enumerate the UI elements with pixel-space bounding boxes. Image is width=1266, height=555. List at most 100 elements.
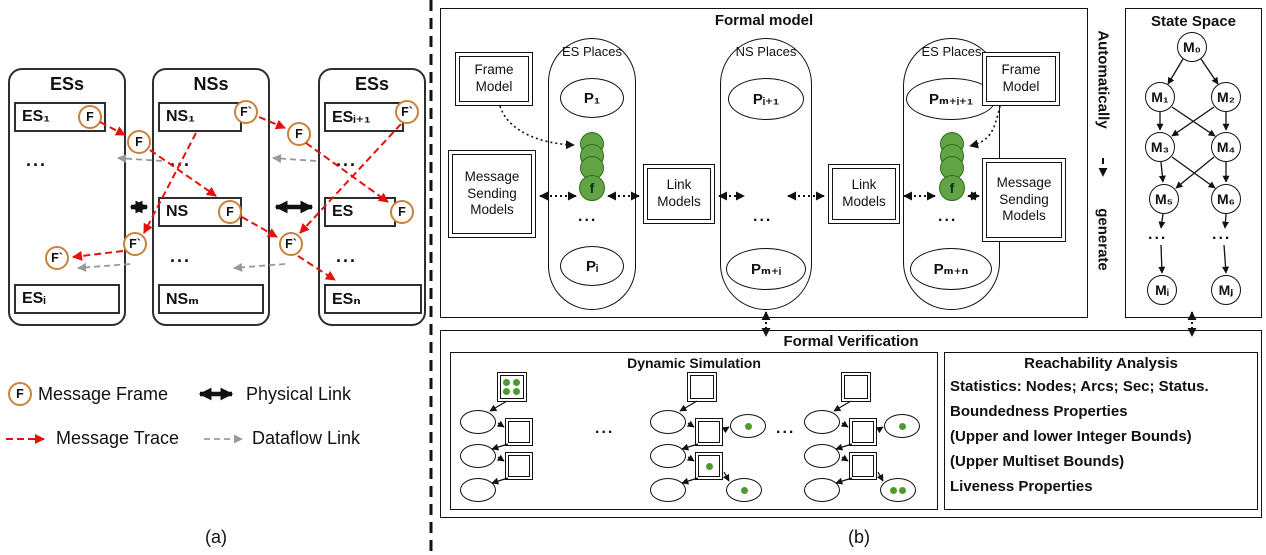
place-pi1: Pᵢ₊₁ (728, 78, 804, 120)
state-node-m2: M₂ (1211, 82, 1241, 112)
ellipsis: ... (595, 420, 615, 437)
petri-token-group (500, 375, 524, 399)
token-dot (890, 486, 897, 494)
ellipsis: ... (776, 420, 796, 437)
link-models-label: Link Models (647, 168, 711, 220)
petri-transition-inner (508, 421, 530, 443)
petri-place (726, 478, 762, 502)
reachability-analysis-box (944, 352, 1258, 510)
frame-model-box-left: Frame Model (455, 52, 533, 106)
state-node-m1: M₁ (1145, 82, 1175, 112)
legend-physical-link-label: Physical Link (246, 384, 352, 404)
petri-transition (849, 418, 877, 446)
ellipsis: ... (336, 246, 358, 266)
petri-transition (505, 452, 533, 480)
frame-model-box-right: Frame Model (982, 52, 1060, 106)
ellipsis: ... (336, 150, 358, 170)
state-node-mi: Mᵢ (1147, 275, 1177, 305)
formal-model-title: Formal model (714, 12, 814, 29)
petri-transition (841, 372, 871, 402)
link-models-label: Link Models (832, 168, 896, 220)
place-pi: Pᵢ (560, 246, 624, 286)
token-f: f (939, 175, 965, 201)
ellipsis: ... (1148, 226, 1168, 243)
es-group-left (8, 68, 126, 326)
petri-transition-inner (852, 455, 874, 477)
ellipsis: ... (26, 150, 48, 170)
caption-b: (b) (848, 527, 870, 547)
legend-message-frame-icon: F (8, 382, 32, 406)
message-sending-models-box-left: Message Sending Models (448, 150, 536, 238)
formal-verification-title: Formal Verification (783, 333, 919, 350)
reachability-line: Statistics: Nodes; Arcs; Sec; Status. (950, 378, 1209, 395)
petri-place (650, 478, 686, 502)
message-frame-icon: F (390, 200, 414, 224)
node-esi: ESᵢ (14, 284, 120, 314)
frame-model-label: Frame Model (986, 56, 1056, 102)
petri-place (804, 410, 840, 434)
petri-transition (695, 452, 723, 480)
node-ns1: NS₁ (158, 102, 242, 132)
token-dot (705, 462, 713, 470)
dynamic-simulation-title: Dynamic Simulation (627, 355, 761, 371)
token-dot (503, 379, 510, 386)
state-node-mj: Mⱼ (1211, 275, 1241, 305)
petri-place (804, 444, 840, 468)
message-frame-prime-icon: F` (45, 246, 69, 270)
ellipsis: ... (1212, 226, 1232, 243)
token-dot (513, 379, 520, 386)
link-models-box-right: Link Models (828, 164, 900, 224)
place-pmn: Pₘ₊ₙ (910, 248, 992, 290)
petri-place (804, 478, 840, 502)
ellipsis: ... (170, 246, 192, 266)
token-dot (898, 422, 906, 430)
token-dot (744, 422, 752, 430)
token-dot (513, 388, 520, 395)
state-node-m5: M₅ (1149, 184, 1179, 214)
caption-a: (a) (205, 527, 227, 547)
ellipsis: ... (578, 208, 598, 225)
petri-transition (497, 372, 527, 402)
petri-transition-inner (852, 421, 874, 443)
petri-place (880, 478, 916, 502)
message-frame-prime-icon: F` (395, 100, 419, 124)
reachability-line: (Upper and lower Integer Bounds) (950, 428, 1192, 445)
ns-places-title: NS Places (735, 44, 797, 59)
state-node-m0: M₀ (1177, 32, 1207, 62)
message-frame-prime-icon: F` (123, 232, 147, 256)
state-space-title: State Space (1150, 13, 1237, 30)
es-places-title: ES Places (921, 44, 982, 59)
state-node-m6: M₆ (1211, 184, 1241, 214)
petri-place (650, 410, 686, 434)
ns-group-title: NSs (193, 74, 229, 94)
token-f: f (579, 175, 605, 201)
es-group-left-title: ESs (49, 74, 85, 94)
petri-transition-inner (698, 421, 720, 443)
legend-message-trace-label: Message Trace (56, 428, 180, 448)
legend-message-frame-label: Message Frame (38, 384, 169, 404)
link-models-box-left: Link Models (643, 164, 715, 224)
place-pmi: Pₘ₊ᵢ (726, 248, 806, 290)
petri-place (730, 414, 766, 438)
petri-transition-inner (698, 455, 720, 477)
frame-model-label: Frame Model (459, 56, 529, 102)
petri-place (884, 414, 920, 438)
ellipsis: ... (170, 150, 192, 170)
es-places-title: ES Places (562, 44, 622, 59)
reachability-analysis-title: Reachability Analysis (1024, 355, 1178, 372)
state-node-m4: M₄ (1211, 132, 1241, 162)
petri-transition (849, 452, 877, 480)
ellipsis: ... (753, 208, 773, 225)
state-node-m3: M₃ (1145, 132, 1175, 162)
token-dot (899, 486, 906, 494)
message-frame-icon: F (218, 200, 242, 224)
message-frame-icon: F (78, 105, 102, 129)
legend-dataflow-link-label: Dataflow Link (252, 428, 361, 448)
node-nsm: NSₘ (158, 284, 264, 314)
reachability-line: (Upper Multiset Bounds) (950, 453, 1125, 470)
message-sending-label: Message Sending Models (452, 154, 532, 234)
reachability-line: Boundedness Properties (950, 403, 1128, 420)
message-frame-prime-icon: F` (234, 100, 258, 124)
node-esi1: ESᵢ₊₁ (324, 102, 404, 132)
